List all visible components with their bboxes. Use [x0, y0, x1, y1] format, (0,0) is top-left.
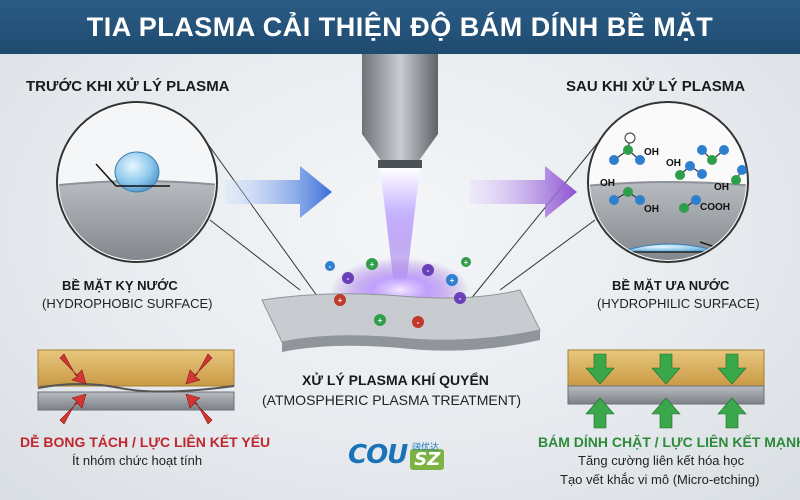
mol-label-1: OH [644, 147, 659, 158]
arrow-purple [470, 166, 577, 218]
red-arrow-4 [185, 393, 213, 425]
after-header: SAU KHI XỬ LÝ PLASMA [566, 78, 746, 95]
green-arrow-1 [585, 353, 615, 385]
treatment-label: XỬ LÝ PLASMA KHÍ QUYỂN [302, 372, 489, 388]
mol-label-3: OH [644, 204, 659, 215]
svg-text:+: + [464, 258, 469, 267]
svg-text:+: + [450, 276, 455, 285]
mol-label-5: OH [714, 182, 729, 193]
title-banner: TIA PLASMA CẢI THIỆN ĐỘ BÁM DÍNH BỀ MẶT [0, 0, 800, 54]
green-arrow-2 [651, 353, 681, 385]
svg-text:-: - [329, 262, 332, 271]
mol-label-2: OH [600, 178, 615, 189]
svg-text:-: - [347, 274, 350, 283]
hydrophobic-label: BỀ MẶT KỴ NƯỚC [62, 278, 178, 293]
logo-chinese: 阔优达 [412, 442, 440, 452]
red-arrow-1 [59, 353, 87, 385]
hydrophobic-zoom-circle [56, 101, 218, 263]
svg-text:-: - [459, 294, 462, 303]
hydrophilic-label: BỀ MẶT ƯA NƯỚC [612, 278, 730, 293]
logo-suffix: SZ [410, 448, 445, 470]
red-arrow-2 [185, 353, 213, 385]
svg-text:+: + [338, 296, 343, 305]
svg-text:-: - [417, 318, 420, 327]
water-droplet-beaded [114, 151, 160, 193]
green-arrow-5 [651, 397, 681, 429]
before-header: TRƯỚC KHI XỬ LÝ PLASMA [26, 78, 230, 95]
weak-bond-sample [37, 349, 235, 425]
molecule-atoms [609, 132, 747, 213]
weak-bond-caption: DỄ BONG TÁCH / LỰC LIÊN KẾT YẾU [20, 434, 271, 450]
strong-bond-subcaption-2: Tạo vết khắc vi mô (Micro-etching) [560, 472, 760, 487]
plasma-particles: - + - + + - + - - + [325, 257, 471, 328]
hydrophobic-label-en: (HYDROPHOBIC SURFACE) [42, 296, 213, 311]
connector-lines [204, 139, 601, 301]
svg-text:+: + [378, 316, 383, 325]
green-arrow-3 [717, 353, 747, 385]
red-arrow-3 [59, 393, 87, 425]
green-arrow-6 [717, 397, 747, 429]
mol-label-4: OH [666, 158, 681, 169]
hydrophilic-zoom-circle: OH OH OH OH OH COOH [587, 101, 749, 263]
page-title: TIA PLASMA CẢI THIỆN ĐỘ BÁM DÍNH BỀ MẶT [86, 11, 714, 42]
plasma-jet [380, 168, 420, 285]
treatment-label-en: (ATMOSPHERIC PLASMA TREATMENT) [262, 392, 522, 408]
weak-bond-subcaption: Ít nhóm chức hoạt tính [72, 453, 203, 468]
svg-text:+: + [370, 260, 375, 269]
strong-bond-subcaption-1: Tăng cường liên kết hóa học [578, 453, 745, 468]
svg-text:-: - [427, 266, 430, 275]
green-arrow-4 [585, 397, 615, 429]
mol-label-6: COOH [700, 202, 730, 213]
hydrophilic-label-en: (HYDROPHILIC SURFACE) [597, 296, 760, 311]
logo-brand: COU [348, 440, 408, 470]
strong-bond-sample [567, 349, 765, 429]
arrow-blue [225, 166, 332, 218]
brand-logo: COU SZ 阔优达 [348, 440, 445, 470]
substrate-plate [261, 289, 541, 352]
plasma-nozzle [362, 54, 438, 168]
strong-bond-caption: BÁM DÍNH CHẶT / LỰC LIÊN KẾT MẠNH [538, 434, 800, 450]
